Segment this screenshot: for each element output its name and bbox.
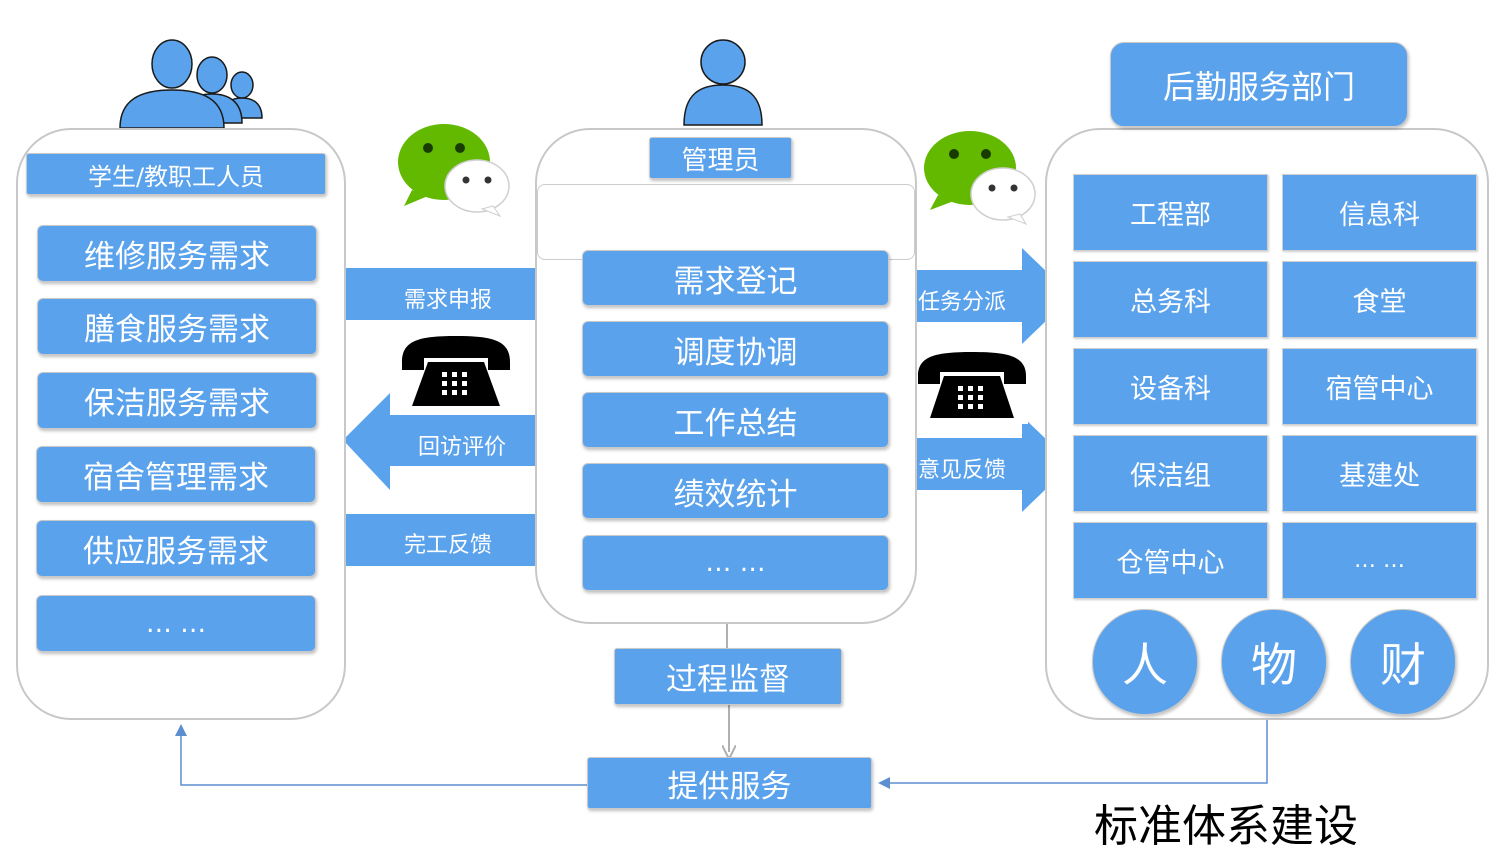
dept-engineering: 工程部 [1073,174,1268,251]
dept-warehouse-center: 仓管中心 [1073,522,1268,599]
req-dormitory: 宿舍管理需求 [36,446,316,503]
req-cleaning: 保洁服务需求 [37,372,317,429]
arrow-revisit [343,393,583,490]
dept-equipment: 设备科 [1073,348,1268,425]
dept-general-affairs: 总务科 [1073,261,1268,338]
arrow-report [342,246,583,342]
req-supply: 供应服务需求 [36,520,316,577]
task-more: … … [582,535,889,591]
admin-inner-frame [537,184,915,260]
footer-title: 标准体系建设 [1094,801,1358,852]
arrow-feedback [882,416,1072,512]
resource-materials: 物 [1221,609,1327,715]
people-group-icon [119,39,263,129]
wechat-icon [924,131,1036,225]
task-summary: 工作总结 [582,392,889,448]
req-maintenance: 维修服务需求 [37,225,317,282]
telephone-icon [392,336,510,414]
label-complete: 完工反馈 [404,533,493,558]
label-feedback: 意见反馈 [918,458,1007,483]
arrow-dispatch [882,248,1072,344]
dept-information: 信息科 [1282,174,1477,251]
resource-finance: 财 [1350,609,1456,715]
req-more: … … [36,595,316,652]
label-revisit: 回访评价 [418,435,507,460]
person-icon [683,39,763,126]
req-catering: 膳食服务需求 [37,298,317,355]
process-supervision: 过程监督 [614,648,842,705]
label-dispatch: 任务分派 [918,290,1007,315]
dept-infrastructure: 基建处 [1282,435,1477,512]
arrow-complete [342,492,583,588]
departments-header: 后勤服务部门 [1110,42,1408,127]
admin-header: 管理员 [649,137,792,179]
resource-people: 人 [1092,609,1198,715]
task-coordinate: 调度协调 [582,321,889,377]
task-statistics: 绩效统计 [582,463,889,519]
provide-service: 提供服务 [587,757,872,809]
users-header: 学生/教职工人员 [26,153,326,195]
dept-canteen: 食堂 [1282,261,1477,338]
dept-more: … … [1282,522,1477,599]
telephone-icon [910,352,1028,424]
dept-cleaning-team: 保洁组 [1073,435,1268,512]
task-register: 需求登记 [582,250,889,306]
label-report: 需求申报 [404,288,493,313]
dept-dormitory-center: 宿管中心 [1282,348,1477,425]
wechat-icon [398,124,510,218]
